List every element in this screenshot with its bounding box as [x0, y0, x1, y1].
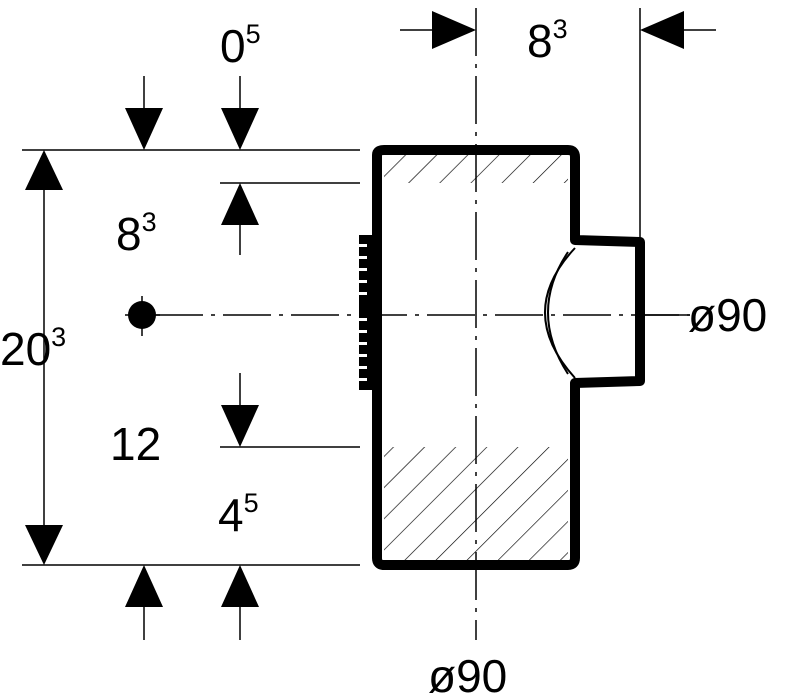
top-offset-arrows [125, 76, 259, 150]
branch-offset-label: 83 [527, 14, 568, 67]
socket-ring [359, 235, 375, 390]
total-height-dimension-line [25, 150, 63, 565]
upper-height-label: 83 [116, 207, 157, 260]
extension-lines [22, 8, 690, 566]
lower-gap-label: 12 [110, 418, 161, 470]
branch-opening-arc-outer [544, 247, 576, 379]
branch-diameter-label: ø90 [688, 289, 767, 341]
bottom-offset-arrows [125, 565, 259, 640]
main-diameter-label: ø90 [428, 650, 507, 696]
pipe-body-outline [372, 145, 645, 570]
upper-height-arrow [221, 183, 259, 255]
bottom-offset-label: 45 [218, 488, 259, 541]
total-height-label: 203 [0, 322, 66, 375]
lower-gap-arrow [221, 373, 259, 447]
branch-opening-arc-inner [547, 251, 569, 375]
top-offset-label: 05 [220, 19, 261, 72]
branch-offset-arrows [400, 11, 716, 49]
socket-ring-gaps [359, 244, 367, 381]
